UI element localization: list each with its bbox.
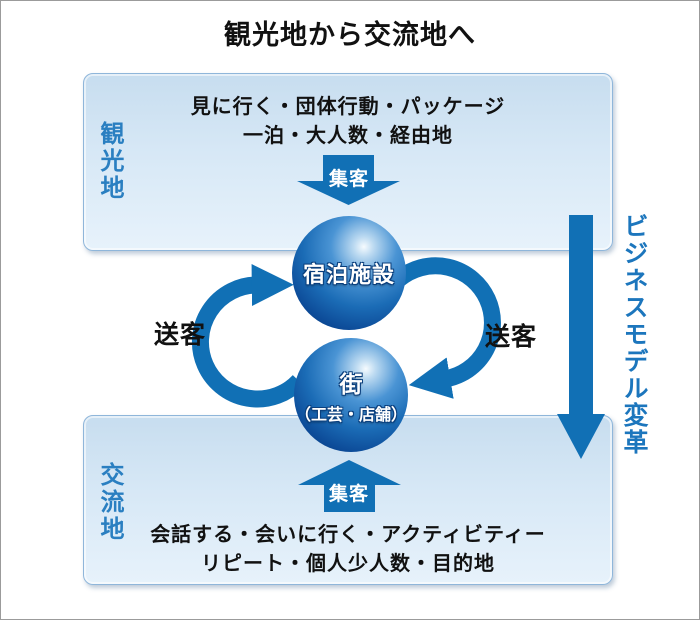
tourist-traits-line1: 見に行く・団体行動・パッケージ bbox=[190, 96, 506, 118]
lodging-sphere-label: 宿泊施設 bbox=[302, 262, 395, 287]
attract-label-bottom: 集客 bbox=[328, 484, 369, 505]
town-sphere-label: 街 bbox=[339, 371, 363, 397]
town-sphere-sublabel: （工芸・店舗） bbox=[294, 407, 407, 424]
business-model-label: ビジネスモデル変革 bbox=[620, 213, 648, 456]
tourist-area-side-label: 観光地 bbox=[96, 121, 123, 202]
tourist-traits-line2: 一泊・大人数・経由地 bbox=[243, 125, 453, 147]
page-title: 観光地から交流地へ bbox=[224, 20, 476, 50]
attract-label-top: 集客 bbox=[328, 169, 369, 190]
lodging-sphere: 宿泊施設 bbox=[292, 216, 406, 330]
exchange-area-side-label: 交流地 bbox=[96, 462, 123, 543]
send-label-left: 送客 bbox=[154, 321, 207, 349]
send-cycle-right-arrow-icon bbox=[393, 257, 501, 399]
exchange-traits-line1: 会話する・会いに行く・アクティビティー bbox=[150, 524, 546, 546]
send-cycle-left-arrow-icon bbox=[191, 264, 306, 408]
exchange-traits-line2: リピート・個人少人数・目的地 bbox=[201, 553, 495, 575]
town-sphere: 街 （工芸・店舗） bbox=[294, 338, 408, 452]
send-label-right: 送客 bbox=[485, 323, 538, 351]
